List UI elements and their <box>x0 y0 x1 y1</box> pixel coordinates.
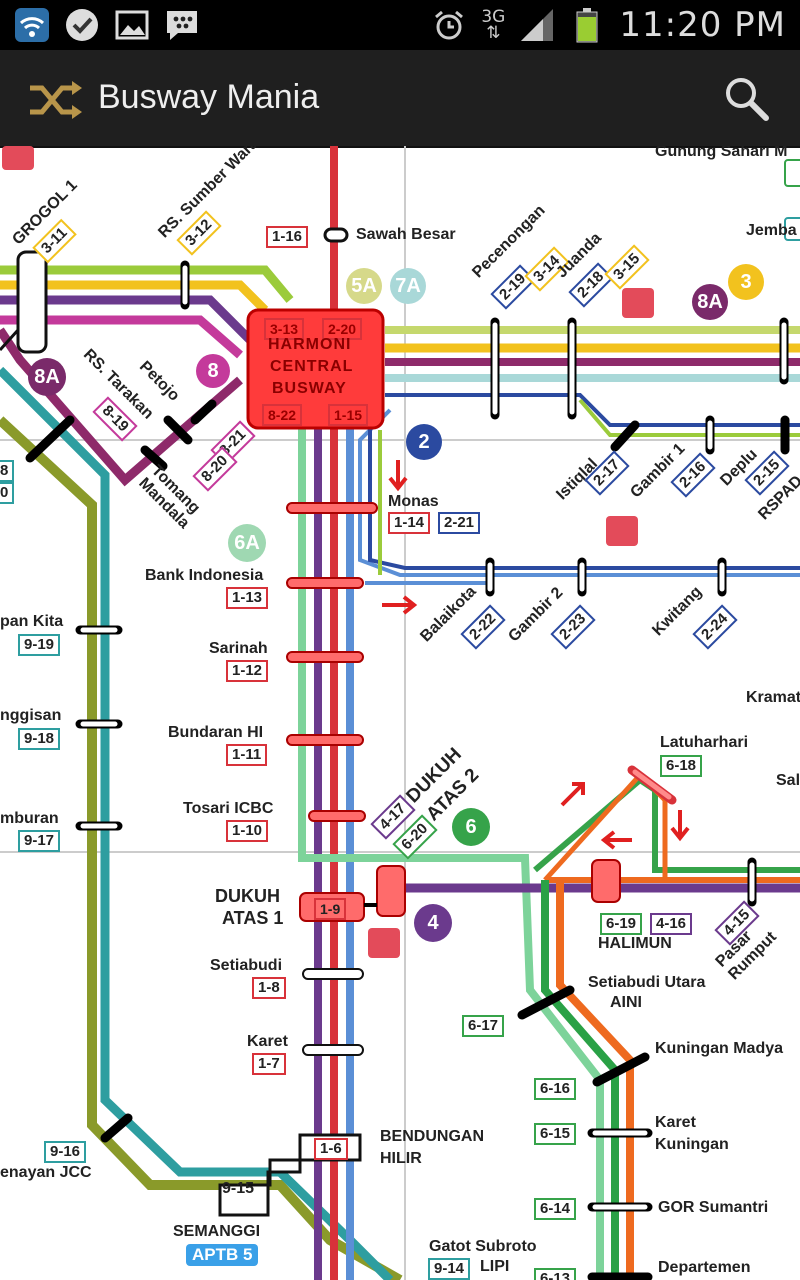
station-gatot-subroto-label-2: LIPI <box>480 1258 510 1275</box>
station-dukuh-atas1-label-1: DUKUH <box>215 886 280 906</box>
hub-code-4[interactable]: 1-15 <box>328 404 369 426</box>
corridor-3-badge[interactable]: 3 <box>728 264 764 300</box>
station-senayan-jcc-code[interactable]: 9-16 <box>44 1141 87 1163</box>
station-halimun-code-1[interactable]: 6-19 <box>600 913 643 935</box>
station-departemen-label: Departemen <box>658 1259 751 1276</box>
shuffle-icon[interactable] <box>28 78 84 122</box>
station-setiabudi-utara-label-1: Setiabudi Utara <box>588 974 706 991</box>
station-monas-label: Monas <box>388 493 439 510</box>
app-title: Busway Mania <box>98 78 320 116</box>
station-setiabudi-utara-label-2: AINI <box>610 994 642 1011</box>
corridor-6-badge[interactable]: 6 <box>452 808 490 846</box>
station-sawah-besar-label: Sawah Besar <box>356 226 456 243</box>
station-halimun-label: HALIMUN <box>598 935 672 952</box>
corridor-8-badge[interactable]: 8 <box>196 354 230 388</box>
hub-code-3[interactable]: 8-22 <box>262 404 303 426</box>
station-sarinah-code[interactable]: 1-12 <box>226 660 269 682</box>
station-halimun-code-2[interactable]: 4-16 <box>650 913 693 935</box>
station-karet-code[interactable]: 1-7 <box>252 1053 286 1075</box>
station-semanggi-code[interactable]: 9-15 <box>222 1180 255 1197</box>
check-icon <box>64 7 100 43</box>
station-dukuh-atas1-code[interactable]: 1-9 <box>314 898 347 920</box>
station-setiabudi-utara-code[interactable]: 6-17 <box>462 1015 505 1037</box>
station-senayan-jcc-label: enayan JCC <box>0 1164 92 1181</box>
hub-name-2: CENTRAL <box>270 358 354 375</box>
corridor-2-badge[interactable]: 2 <box>406 424 442 460</box>
station-gatot-subroto-code[interactable]: 9-14 <box>428 1258 471 1280</box>
station-bank-indonesia-code[interactable]: 1-13 <box>226 587 269 609</box>
station-tosari-label: Tosari ICBC <box>183 800 274 817</box>
station-bendungan-hilir-code[interactable]: 1-6 <box>314 1138 348 1160</box>
station-semburan-label: mburan <box>0 810 59 827</box>
station-sal-label: Sal <box>776 772 800 789</box>
left-edge-code-1[interactable]: 8 <box>0 460 15 482</box>
clock: 11:20 PM <box>619 5 786 45</box>
station-semburan-code[interactable]: 9-17 <box>18 830 61 852</box>
station-tosari-code[interactable]: 1-10 <box>226 820 269 842</box>
station-bendungan-hilir-label-1: BENDUNGAN <box>380 1128 484 1145</box>
alarm-icon <box>431 7 467 43</box>
corridor-4-badge[interactable]: 4 <box>414 904 452 942</box>
search-icon[interactable] <box>722 74 770 122</box>
hub-name-1: HARMONI <box>268 336 352 353</box>
station-karet-kuningan-label-2: Kuningan <box>655 1136 729 1153</box>
station-gunung-sahari-label: Gunung Sahari M <box>655 146 788 160</box>
station-karet-label: Karet <box>247 1033 288 1050</box>
station-pan-kita-code[interactable]: 9-19 <box>18 634 61 656</box>
station-monas-code-2[interactable]: 2-21 <box>438 512 481 534</box>
bbm-icon <box>164 7 200 43</box>
signal-icon <box>519 7 555 43</box>
hub-code-1[interactable]: 3-13 <box>264 318 305 340</box>
aptb-badge[interactable]: APTB 5 <box>186 1244 259 1266</box>
station-gatot-subroto-label-1: Gatot Subroto <box>429 1238 537 1255</box>
route-lines <box>0 146 800 1280</box>
station-latuharhari-code[interactable]: 6-18 <box>660 755 703 777</box>
busway-map[interactable]: 3-13 2-20 HARMONI CENTRAL BUSWAY 8-22 1-… <box>0 146 800 1280</box>
station-anggisan-code[interactable]: 9-18 <box>18 728 61 750</box>
left-edge-code-2[interactable]: 0 <box>0 482 15 504</box>
station-kuningan-madya-label: Kuningan Madya <box>655 1040 784 1057</box>
hub-code-2[interactable]: 2-20 <box>322 318 363 340</box>
corridor-7a-badge[interactable]: 7A <box>390 268 426 304</box>
station-karet-kuningan-code[interactable]: 6-15 <box>534 1123 577 1145</box>
station-gor-sumantri-label: GOR Sumantri <box>658 1199 769 1216</box>
corridor-8a-badge-top[interactable]: 8A <box>692 284 728 320</box>
station-anggisan-label: nggisan <box>0 707 62 724</box>
station-setiabudi-code[interactable]: 1-8 <box>252 977 286 999</box>
station-karet-kuningan-label-1: Karet <box>655 1114 696 1131</box>
corridor-6a-badge[interactable]: 6A <box>228 524 266 562</box>
station-pan-kita-label: pan Kita <box>0 613 64 630</box>
station-sawah-besar-code[interactable]: 1-16 <box>266 226 309 248</box>
station-dukuh-atas1-label-2: ATAS 1 <box>222 908 284 928</box>
station-kuningan-madya-code[interactable]: 6-16 <box>534 1078 577 1100</box>
status-bar: 3G⇅ 11:20 PM <box>0 0 800 50</box>
station-gor-sumantri-code[interactable]: 6-14 <box>534 1198 577 1220</box>
station-kramat-label: Kramat <box>746 689 800 706</box>
station-departemen-code[interactable]: 6-13 <box>534 1268 577 1280</box>
station-sarinah-label: Sarinah <box>209 640 268 657</box>
station-bank-indonesia-label: Bank Indonesia <box>145 567 264 584</box>
corridor-5a-badge[interactable]: 5A <box>346 268 382 304</box>
station-bendungan-hilir-label-2: HILIR <box>380 1150 422 1167</box>
image-icon <box>114 7 150 43</box>
station-bundaran-hi-code[interactable]: 1-11 <box>226 744 268 766</box>
corridor-8a-badge-left[interactable]: 8A <box>28 358 66 396</box>
station-monas-code-1[interactable]: 1-14 <box>388 512 431 534</box>
station-bundaran-hi-label: Bundaran HI <box>168 724 264 741</box>
station-latuharhari-label: Latuharhari <box>660 734 749 751</box>
wifi-icon <box>14 7 50 43</box>
station-semanggi-label: SEMANGGI <box>173 1223 261 1240</box>
station-jemba-label: Jemba <box>746 222 797 239</box>
hub-name-3: BUSWAY <box>272 380 347 397</box>
battery-icon <box>569 7 605 43</box>
network-type: 3G⇅ <box>481 7 506 43</box>
station-setiabudi-label: Setiabudi <box>210 957 283 974</box>
action-bar: Busway Mania <box>0 50 800 148</box>
